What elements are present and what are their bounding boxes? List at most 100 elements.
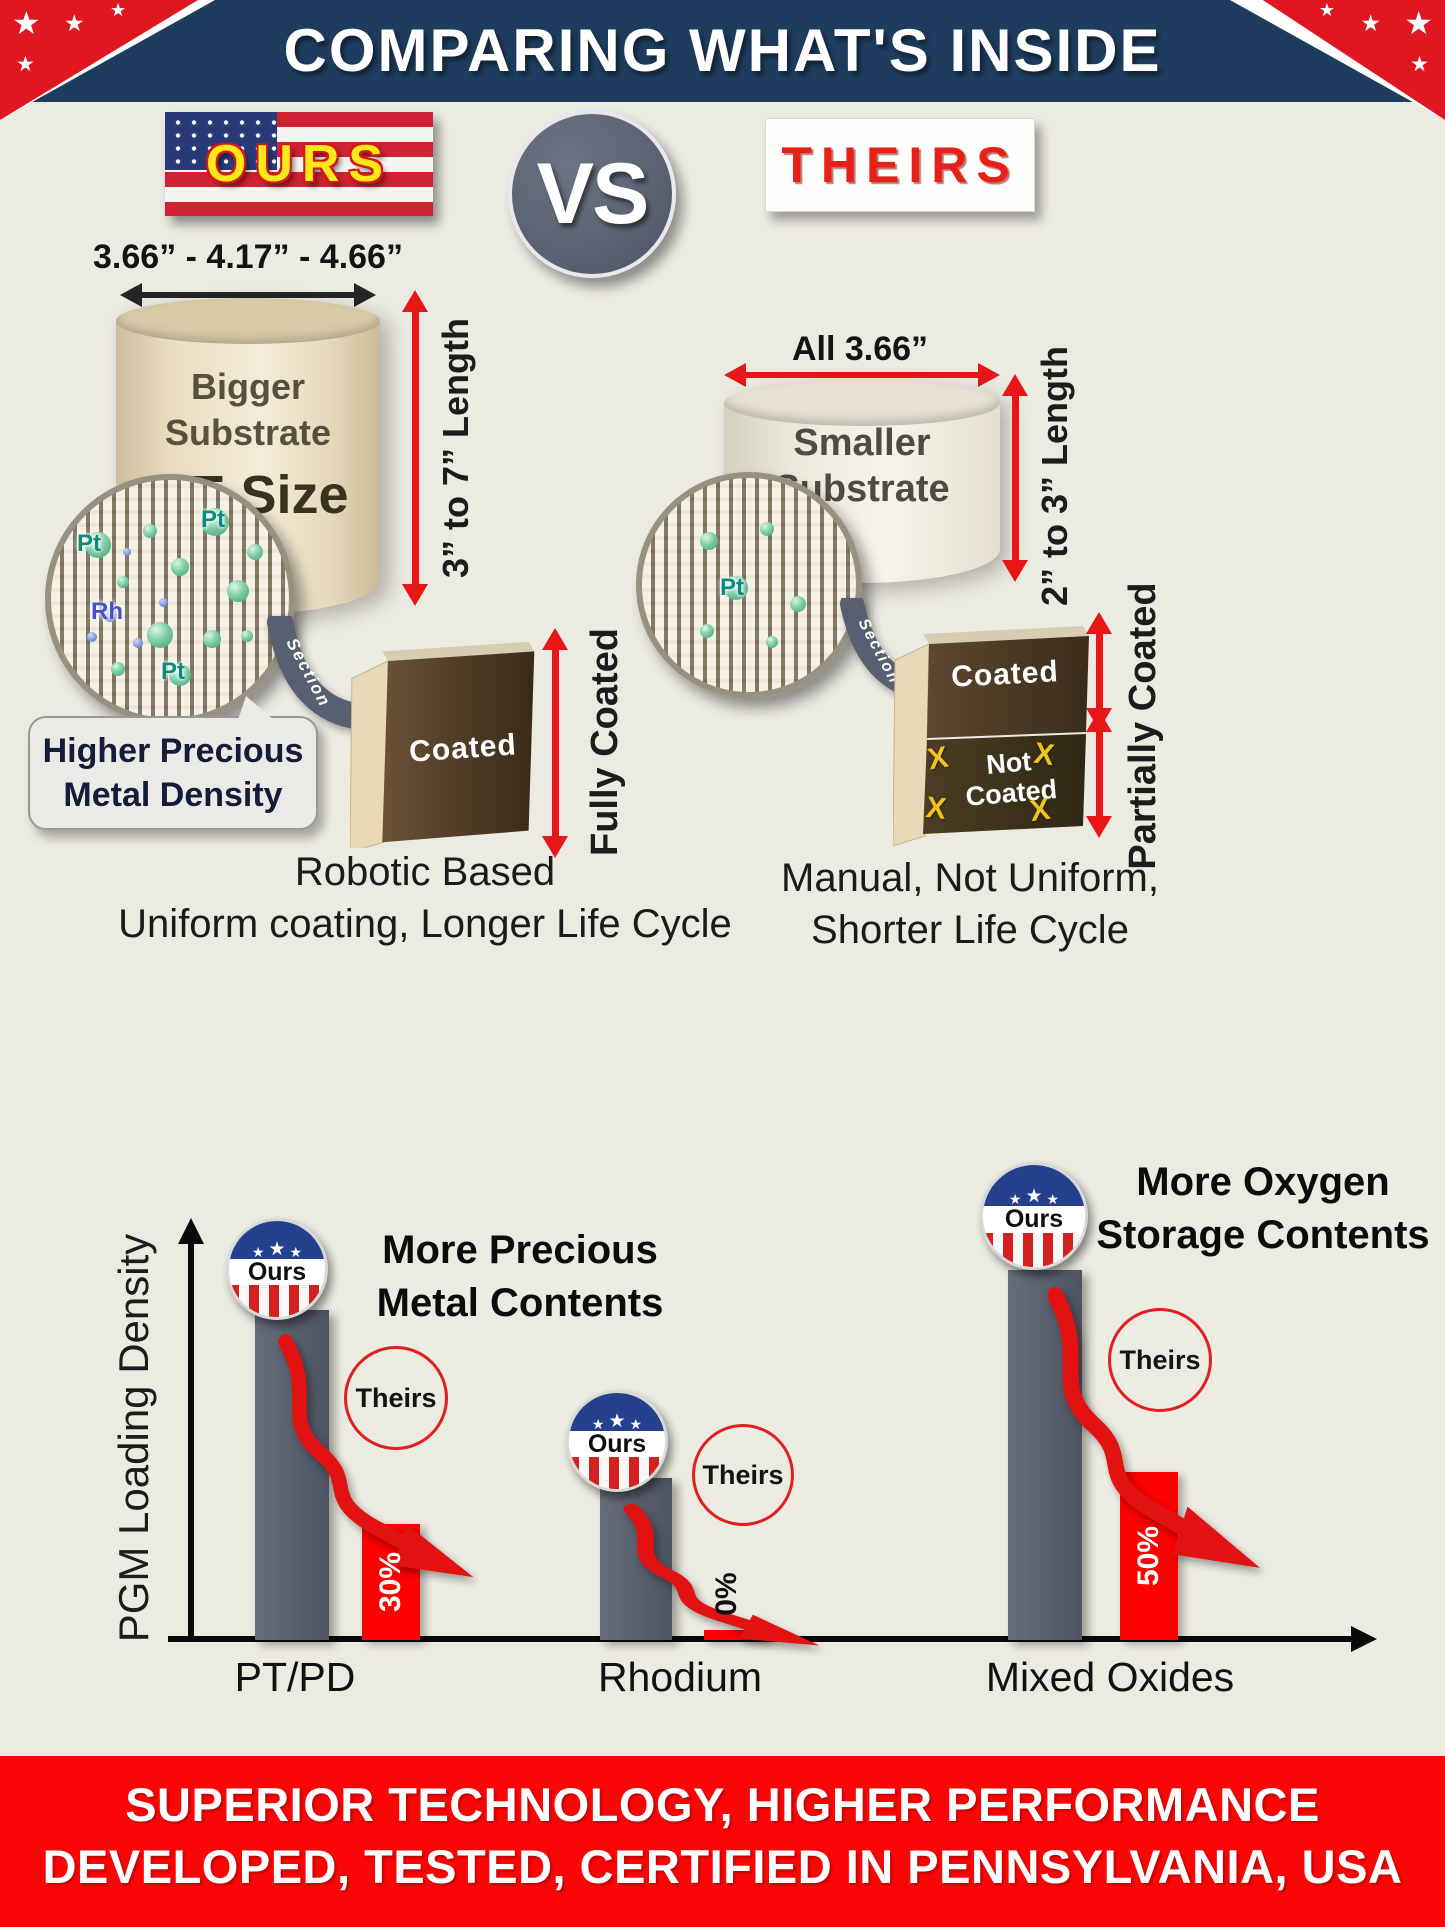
star-icon: ★ <box>1404 5 1433 41</box>
header-banner: COMPARING WHAT'S INSIDE ★ ★ ★ ★ ★ ★ ★ ★ <box>0 0 1445 120</box>
badge-stripes <box>983 1233 1085 1267</box>
ours-badge: ★ ★ ★ Ours <box>226 1218 328 1320</box>
star-icon: ★ <box>608 1411 626 1433</box>
substrate-line: Substrate <box>164 412 332 453</box>
pt-particle <box>227 580 249 602</box>
pt-particle <box>143 524 157 538</box>
ours-badge-label: Ours <box>229 1258 325 1286</box>
star-icon: ★ <box>289 1244 303 1261</box>
substrate-line: Bigger <box>190 366 305 407</box>
star-icon: ★ <box>64 10 85 36</box>
pt-particle <box>241 630 253 642</box>
pt-label: Pt <box>720 574 744 601</box>
pt-particle <box>147 622 173 648</box>
star-icon: ★ <box>1025 1185 1043 1207</box>
pt-particle <box>171 558 189 576</box>
ours-coated-block <box>350 641 535 848</box>
theirs-value-ptpd: 30% <box>374 1551 407 1613</box>
pt-particle <box>111 662 125 676</box>
footer-banner: SUPERIOR TECHNOLOGY, HIGHER PERFORMANCE … <box>0 1756 1445 1927</box>
ours-flag: OURS <box>165 112 433 216</box>
ours-magnifier: Pt Pt Rh Pt <box>45 474 295 724</box>
ours-caption-line1: Robotic Based <box>294 850 556 894</box>
rh-particle <box>103 608 117 622</box>
pt-particle <box>700 532 718 550</box>
theirs-diameter-label: All 3.66” <box>791 330 929 368</box>
star-icon: ★ <box>12 5 41 41</box>
footer-line1: SUPERIOR TECHNOLOGY, HIGHER PERFORMANCE <box>125 1778 1320 1831</box>
theirs-caption-line2: Shorter Life Cycle <box>811 908 1129 952</box>
y-axis <box>178 1218 204 1640</box>
pt-particle <box>203 630 221 648</box>
annotation-precious-metal: More Precious Metal Contents <box>340 1224 700 1330</box>
cylinder-top <box>116 298 380 344</box>
ours-badge-label: Ours <box>569 1430 665 1458</box>
rh-particle <box>123 548 131 556</box>
rh-particle <box>133 638 143 648</box>
theirs-value-rhodium: 0% <box>710 1572 743 1616</box>
annotation-line: More Oxygen <box>1136 1160 1390 1204</box>
badge-stars: ★ ★ ★ <box>569 1393 665 1433</box>
flag-stars-canton <box>165 112 277 170</box>
partially-coated-label: Partially Coated <box>1122 582 1164 870</box>
annotation-oxygen-storage: More Oxygen Storage Contents <box>1088 1156 1438 1262</box>
star-icon: ★ <box>1318 0 1335 20</box>
partially-coated-arrow-bottom <box>1086 710 1112 838</box>
fully-coated-arrow <box>542 628 568 858</box>
star-icon: ★ <box>591 1416 605 1433</box>
ours-length-label: 3” to 7” Length <box>435 318 476 578</box>
star-icon: ★ <box>1360 10 1381 36</box>
theirs-badge: Theirs <box>344 1346 448 1450</box>
ours-diameter-arrow <box>120 283 376 307</box>
decline-arrow <box>278 1334 474 1578</box>
decline-arrow <box>623 1503 820 1646</box>
badge-stripes <box>229 1285 325 1317</box>
ours-diameter-label: 3.66” - 4.17” - 4.66” <box>93 238 403 276</box>
badge-stars: ★ ★ ★ <box>983 1165 1085 1207</box>
theirs-diameter-arrow <box>724 363 1000 387</box>
substrate-line: Smaller <box>793 422 931 464</box>
star-icon: ★ <box>1008 1190 1022 1207</box>
pt-particle <box>790 596 806 612</box>
bubble-line: Higher Precious <box>42 732 304 770</box>
ours-length-arrow <box>402 290 428 606</box>
pt-particle <box>724 576 748 600</box>
star-icon: ★ <box>251 1244 265 1261</box>
ours-caption: Robotic Based Uniform coating, Longer Li… <box>90 846 760 950</box>
pt-particle <box>169 664 191 686</box>
decline-arrow <box>1047 1287 1260 1568</box>
pt-label: Pt <box>161 658 185 685</box>
theirs-badge: Theirs <box>1108 1308 1212 1412</box>
pt-label: Pt <box>77 530 101 557</box>
pt-particle <box>201 508 229 536</box>
pt-label: Pt <box>201 506 225 533</box>
page-title: COMPARING WHAT'S INSIDE <box>283 17 1162 84</box>
bubble-line: Metal Density <box>63 776 283 814</box>
category-label-rhodium: Rhodium <box>597 1654 763 1700</box>
star-icon: ★ <box>1410 53 1429 76</box>
theirs-caption: Manual, Not Uniform, Shorter Life Cycle <box>735 852 1205 956</box>
ours-badge: ★ ★ ★ Ours <box>980 1162 1088 1270</box>
annotation-line: Metal Contents <box>376 1281 664 1325</box>
pt-particle <box>85 532 111 558</box>
cylinder-top <box>724 380 1000 426</box>
partially-coated-arrow-top <box>1086 612 1112 730</box>
theirs-coated-block <box>893 626 1089 847</box>
theirs-magnifier: Pt <box>636 472 862 698</box>
category-label-ptpd: PT/PD <box>234 1654 356 1700</box>
badge-stars: ★ ★ ★ <box>229 1221 325 1261</box>
star-icon: ★ <box>16 53 35 76</box>
pt-particle <box>760 522 774 536</box>
bar-theirs-rhodium <box>704 1630 768 1640</box>
y-axis-label: PGM Loading Density <box>110 1233 157 1643</box>
star-icon: ★ <box>1046 1190 1060 1207</box>
theirs-badge: Theirs <box>692 1424 794 1526</box>
rh-particle <box>87 632 97 642</box>
vs-badge: VS <box>508 110 676 278</box>
x-mark-icon: X <box>924 791 948 826</box>
theirs-badge-label: Theirs <box>1119 1344 1201 1375</box>
ours-badge: ★ ★ ★ Ours <box>566 1390 668 1492</box>
badge-stripes <box>569 1457 665 1489</box>
ours-badge-label: Ours <box>983 1205 1085 1234</box>
theirs-card: THEIRS <box>765 118 1035 212</box>
